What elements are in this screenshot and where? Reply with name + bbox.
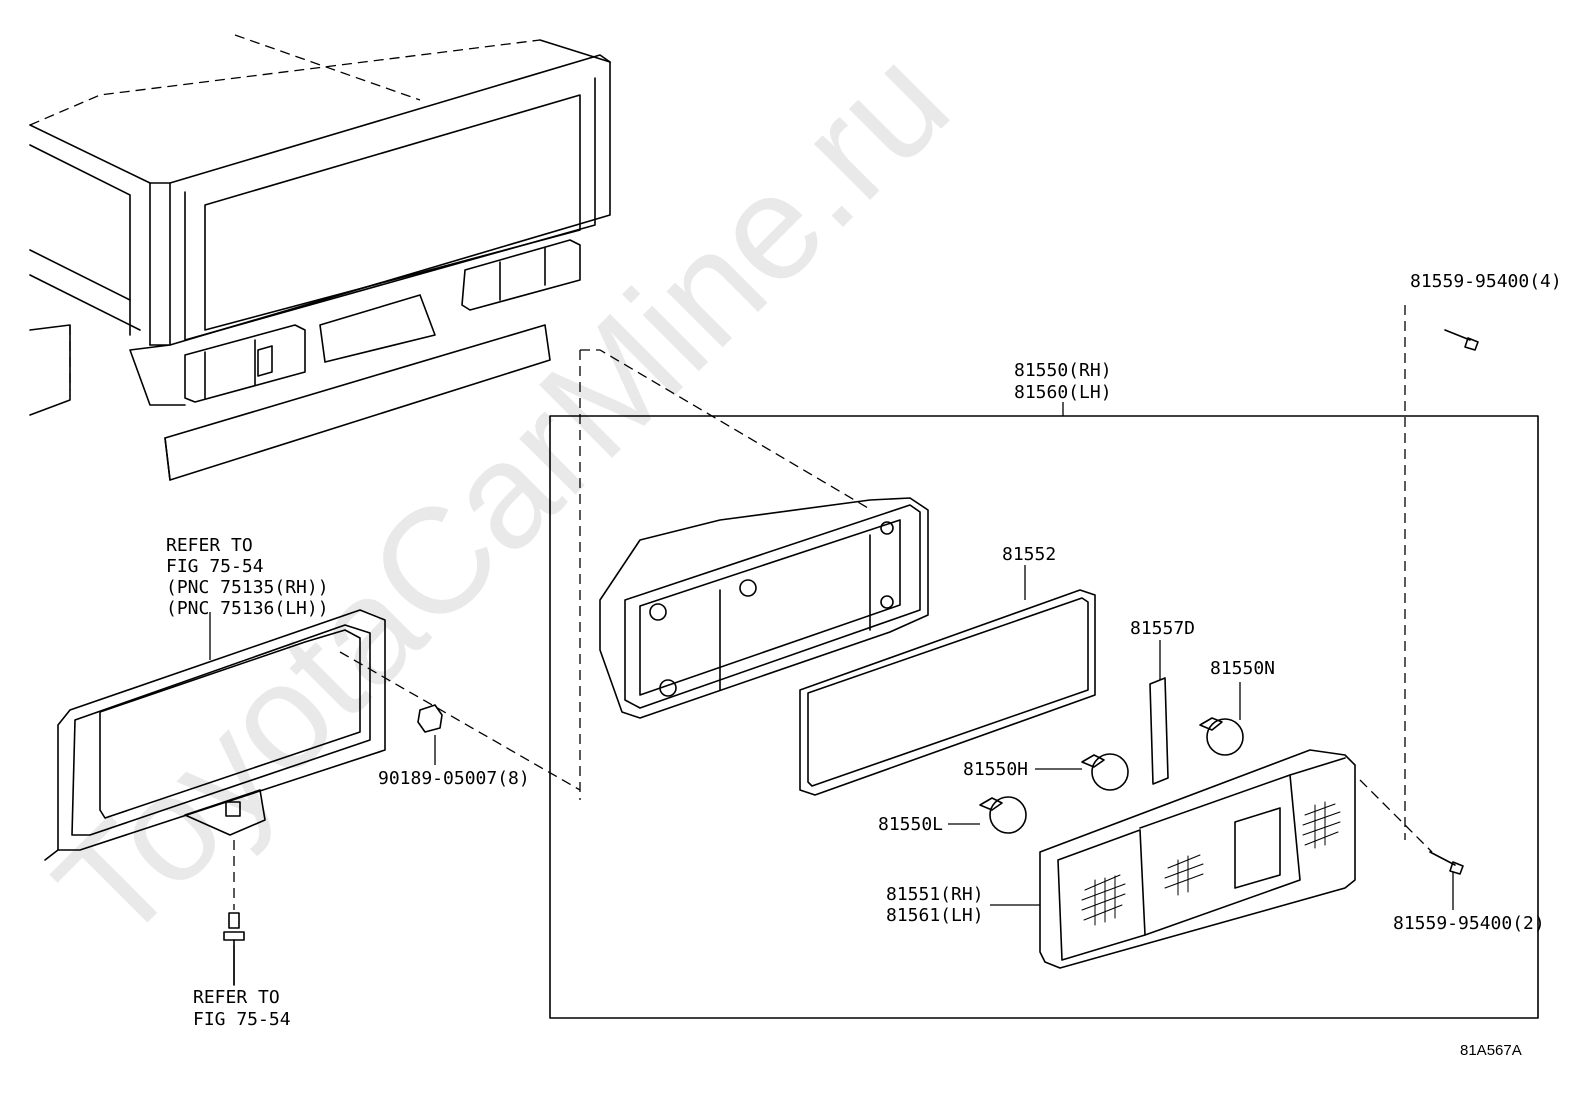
lamp-housing <box>599 497 929 719</box>
bulb-81550n <box>1199 717 1244 756</box>
label-lens-lh: 81561(LH) <box>886 905 984 926</box>
truck-taillamp-left <box>184 324 306 403</box>
bulb-81550l <box>979 796 1027 834</box>
gasket-81552 <box>799 589 1096 796</box>
clip-90189 <box>417 704 443 733</box>
label-lens-rh: 81551(RH) <box>886 884 984 905</box>
truck-rear-body <box>29 39 611 481</box>
truck-taillamp-right <box>461 239 581 311</box>
screw-top <box>1444 329 1479 351</box>
assembly-group-frame <box>549 415 1539 1019</box>
label-assembly-rh: 81550(RH) <box>1014 360 1112 381</box>
label-refer-bottom-2: FIG 75-54 <box>193 1009 291 1030</box>
label-refer-top-2: FIG 75-54 <box>166 556 264 577</box>
label-refer-bottom-1: REFER TO <box>193 987 280 1008</box>
label-screw-bottom: 81559-95400(2) <box>1393 913 1545 934</box>
label-bulb-h: 81550H <box>963 759 1028 780</box>
watermark: ToyotaCarMine.ru <box>24 17 980 973</box>
label-refer-top-4: (PNC 75136(LH)) <box>166 598 329 619</box>
leader-lines <box>209 402 1454 985</box>
part-81557d <box>1149 677 1169 785</box>
label-gasket: 81552 <box>1002 544 1056 565</box>
label-bulb-l: 81550L <box>878 814 943 835</box>
label-bulb-n: 81550N <box>1210 658 1275 679</box>
guide-lines <box>29 34 1433 910</box>
lens-grid-pattern <box>1081 801 1341 926</box>
label-screw-top: 81559-95400(4) <box>1410 271 1562 292</box>
figure-id: 81A567A <box>1460 1042 1522 1059</box>
screw-bottom <box>1429 851 1464 875</box>
bulb-81550h <box>1081 753 1129 791</box>
label-refer-top-3: (PNC 75135(RH)) <box>166 577 329 598</box>
lens-81551 <box>1039 749 1356 969</box>
license-plate-bracket <box>44 609 386 861</box>
label-clip: 90189-05007(8) <box>378 768 530 789</box>
label-refer-top-1: REFER TO <box>166 535 253 556</box>
label-assembly-lh: 81560(LH) <box>1014 382 1112 403</box>
label-81557d: 81557D <box>1130 618 1195 639</box>
